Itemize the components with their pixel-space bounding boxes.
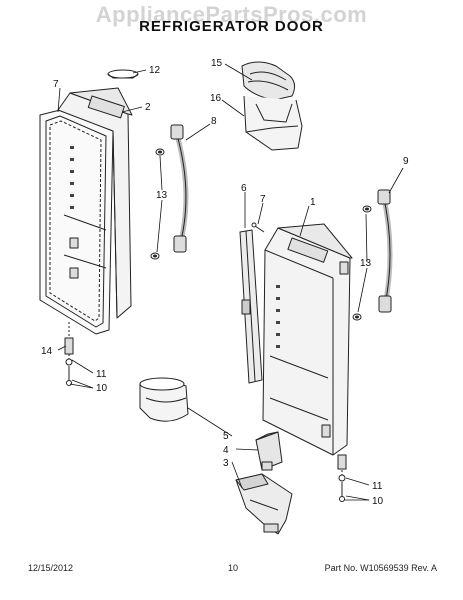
handle-screw-left-top: [155, 148, 165, 156]
footer-page-number: 10: [228, 563, 239, 573]
door-liner-right: [262, 223, 353, 456]
watermark: AppliancePartsPros.com: [95, 2, 368, 27]
hinge-screw: [251, 222, 265, 233]
callout-9-left: 8: [211, 116, 217, 127]
callout-10-left: 10: [96, 383, 108, 394]
diagram-title: REFRIGERATOR DOOR: [139, 18, 324, 35]
callout-10-right: 10: [372, 496, 384, 507]
callout-16: 16: [210, 93, 222, 104]
door-gasket-left: [39, 109, 114, 335]
callout-6: 6: [241, 183, 247, 194]
door-cap: [107, 69, 139, 79]
dairy-door: [241, 61, 296, 101]
callout-9-right: 9: [403, 156, 409, 167]
handle-screw-right-bottom: [352, 313, 362, 321]
door-hinge-strip: [239, 229, 263, 384]
callout-12: 12: [149, 65, 161, 76]
door-bin: [139, 377, 189, 422]
dispenser-housing: [235, 473, 293, 535]
hinge-pin-left: [64, 322, 74, 386]
callout-8: 7: [53, 79, 59, 90]
callout-13-right: 13: [360, 258, 372, 269]
callout-11-left: 11: [96, 369, 107, 380]
callout-14: 14: [41, 346, 53, 357]
handle-screw-right-top: [362, 205, 372, 213]
callout-13-left: 13: [156, 190, 168, 201]
ice-chute: [255, 431, 283, 471]
door-handle-left: [170, 124, 189, 253]
door-handle-right: [377, 189, 393, 313]
handle-screw-left-bottom: [150, 252, 160, 260]
callout-7: 7: [260, 194, 266, 205]
callout-3: 3: [223, 458, 229, 469]
footer-part-number: Part No. W10569539 Rev. A: [324, 563, 437, 573]
dairy-bin: [243, 95, 303, 151]
hinge-pin-right: [337, 454, 347, 502]
callout-4: 4: [223, 445, 229, 456]
footer-date: 12/15/2012: [28, 563, 74, 573]
callout-15: 15: [211, 58, 223, 69]
callout-2: 2: [145, 102, 151, 113]
callout-5: 5: [223, 431, 229, 442]
door-liner-left: [57, 87, 133, 319]
callout-1: 1: [310, 197, 316, 208]
callout-11-right: 11: [372, 481, 383, 492]
